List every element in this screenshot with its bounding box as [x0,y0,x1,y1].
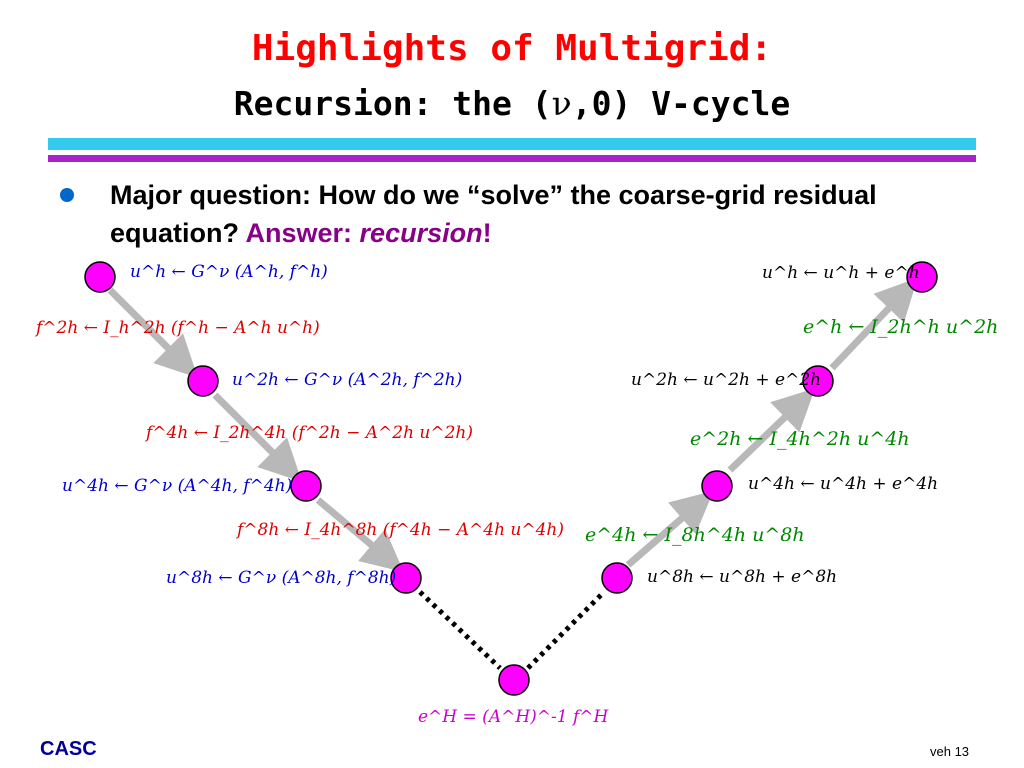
node-8h-left [390,562,422,594]
coarse-link-right [526,590,606,670]
subtitle-prefix: Recursion: the ( [233,84,552,123]
restrict-arrow-4h-8h [315,497,404,573]
eq-interp-2h: e^2h ← I_4h^2h u^4h [690,428,910,450]
eq-correct-4h: u^4h ← u^4h + e^4h [748,474,939,494]
eq-interp-h: e^h ← I_2h^h u^2h [803,316,999,338]
answer-exclaim: ! [482,218,492,248]
eq-restrict-4h: f^4h ← I_2h^4h (f^2h − A^2h u^2h) [146,423,474,443]
interp-arrow-8h-4h [625,490,714,568]
node-4h-right [701,470,733,502]
node-H-bottom [498,664,530,696]
eq-correct-8h: u^8h ← u^8h + e^8h [647,567,838,587]
casc-logo-text: CASC [40,738,97,760]
node-8h-right [601,562,633,594]
nu-symbol: ν [551,84,572,123]
restrict-arrow-2h-4h [212,392,302,482]
interp-arrow-4h-2h [727,388,816,473]
major-question: Major question: How do we “solve” the co… [110,180,877,248]
node-2h-left [187,365,219,397]
answer-word: recursion [359,218,483,248]
eq-interp-4h: e^4h ← I_8h^4h u^8h [585,524,805,546]
answer-label: Answer: [245,218,353,248]
subtitle-suffix: ,0) V-cycle [571,84,791,123]
eq-correct-2h: u^2h ← u^2h + e^2h [631,370,822,390]
eq-smooth-4h: u^4h ← G^ν (A^4h, f^4h) [62,476,293,496]
eq-restrict-8h: f^8h ← I_4h^8h (f^4h − A^4h u^4h) [237,520,565,540]
node-h-right [906,261,938,293]
eq-smooth-h: u^h ← G^ν (A^h, f^h) [130,262,328,282]
slide-subtitle: Recursion: the (ν,0) V-cycle [0,84,1024,123]
node-2h-right [802,365,834,397]
divider-rule-cyan [48,138,976,150]
bullet-dot-icon [60,188,74,202]
eq-coarse-solve: e^H = (A^H)^-1 f^H [418,707,609,727]
slide-title: Highlights of Multigrid: [251,28,773,69]
bullet-text: Major question: How do we “solve” the co… [110,176,970,252]
divider-rule-purple [48,155,976,162]
eq-restrict-2h: f^2h ← I_h^2h (f^h − A^h u^h) [36,318,320,338]
eq-correct-h: u^h ← u^h + e^h [762,263,920,283]
eq-smooth-8h: u^8h ← G^ν (A^8h, f^8h) [166,568,397,588]
node-4h-left [290,470,322,502]
eq-smooth-2h: u^2h ← G^ν (A^2h, f^2h) [232,370,463,390]
restrict-arrow-h-2h [107,287,198,378]
node-h-left [84,261,116,293]
coarse-link-left [418,590,502,670]
interp-arrow-2h-h [829,277,918,371]
slide-number: veh 13 [930,744,970,759]
